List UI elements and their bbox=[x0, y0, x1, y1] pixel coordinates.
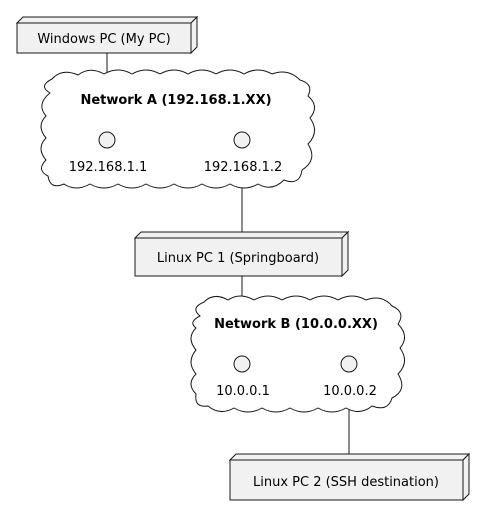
interface-label: 192.168.1.1 bbox=[69, 160, 148, 175]
interface-circle bbox=[98, 131, 116, 149]
cloud-title: Network B (10.0.0.XX) bbox=[214, 317, 378, 332]
interface-label: 10.0.0.2 bbox=[323, 384, 377, 399]
interface-circle bbox=[340, 355, 358, 373]
interface-label: 10.0.0.1 bbox=[216, 384, 270, 399]
interface-circle bbox=[233, 355, 251, 373]
cloud-network-a: Network A (192.168.1.XX) 192.168.1.1 192… bbox=[40, 69, 315, 189]
cloud-network-b: Network B (10.0.0.XX) 10.0.0.1 10.0.0.2 bbox=[190, 295, 405, 413]
node-linux-pc-1: Linux PC 1 (Springboard) bbox=[133, 230, 350, 278]
cloud-title: Network A (192.168.1.XX) bbox=[80, 93, 271, 108]
node-label: Linux PC 1 (Springboard) bbox=[157, 251, 319, 266]
node-windows-pc: Windows PC (My PC) bbox=[15, 15, 199, 55]
interface-circle bbox=[233, 131, 251, 149]
interface-label: 192.168.1.2 bbox=[204, 160, 283, 175]
node-linux-pc-2: Linux PC 2 (SSH destination) bbox=[228, 452, 471, 502]
node-label: Windows PC (My PC) bbox=[37, 32, 170, 47]
node-label: Linux PC 2 (SSH destination) bbox=[253, 475, 439, 490]
